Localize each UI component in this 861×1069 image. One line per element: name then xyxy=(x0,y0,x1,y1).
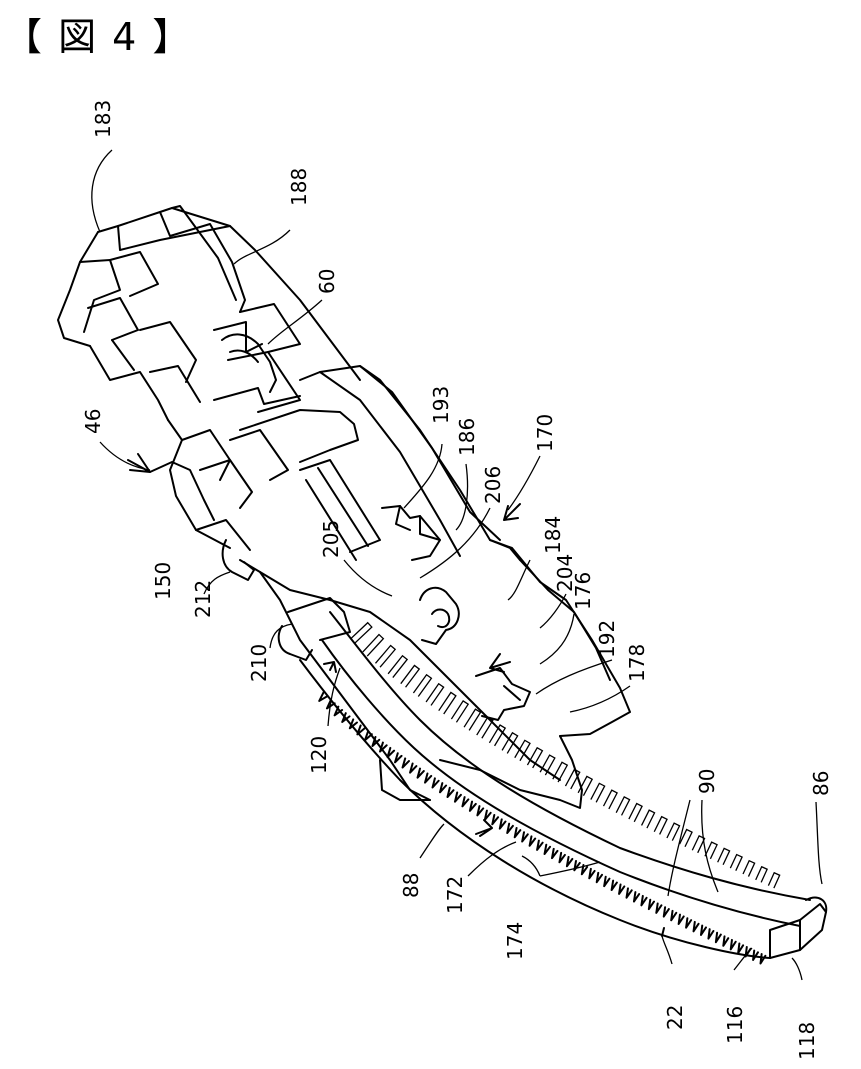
rack-slot xyxy=(527,748,542,768)
rack-slot xyxy=(451,701,468,722)
rack-slot xyxy=(388,656,407,678)
rack-slot xyxy=(667,823,680,840)
rack-slot xyxy=(642,810,655,828)
ref-116: 116 xyxy=(723,1006,747,1044)
rack-slot xyxy=(363,635,384,656)
rack-slot xyxy=(540,755,555,775)
ref-183: 183 xyxy=(91,100,115,138)
rack-slot xyxy=(439,692,456,714)
ref-176: 176 xyxy=(571,572,595,610)
rack-slot xyxy=(401,665,419,687)
ref-212: 212 xyxy=(191,580,215,618)
rack-slot xyxy=(375,645,395,667)
rack-slot xyxy=(743,861,755,877)
rack-slot xyxy=(591,783,605,802)
ref-22: 22 xyxy=(663,1005,687,1030)
ref-184: 184 xyxy=(541,516,565,554)
ref-206: 206 xyxy=(481,466,505,504)
ref-88: 88 xyxy=(399,873,423,898)
ref-120: 120 xyxy=(307,736,331,774)
ref-170: 170 xyxy=(533,414,557,452)
ref-60: 60 xyxy=(315,269,339,294)
rack-slot xyxy=(654,817,667,835)
rack-slots xyxy=(350,623,779,888)
ref-150: 150 xyxy=(151,562,175,600)
rack-slot xyxy=(730,855,742,871)
rack-slot xyxy=(553,762,567,782)
ref-118: 118 xyxy=(795,1022,819,1060)
rack-slot xyxy=(604,790,618,809)
ref-178: 178 xyxy=(625,644,649,682)
rack-slot xyxy=(756,867,767,883)
rack-slot xyxy=(413,675,431,697)
ref-188: 188 xyxy=(287,168,311,206)
rack-slot xyxy=(718,848,730,864)
reference-numerals: 183 188 60 46 193 186 170 206 184 205 20… xyxy=(81,100,833,1060)
rack-gear-teeth xyxy=(319,692,765,963)
ref-90: 90 xyxy=(695,769,719,794)
rack-slot xyxy=(616,797,629,815)
ref-210: 210 xyxy=(247,644,271,682)
curved-rack xyxy=(300,612,826,958)
rack-slot xyxy=(464,709,480,730)
gear-teeth-path xyxy=(319,692,765,963)
ref-174: 174 xyxy=(503,922,527,960)
ref-86: 86 xyxy=(809,771,833,796)
ref-193: 193 xyxy=(429,386,453,424)
rack-slot xyxy=(629,804,642,822)
ref-205: 205 xyxy=(319,520,343,558)
ref-186: 186 xyxy=(455,418,479,456)
ref-172: 172 xyxy=(443,876,467,914)
ref-192: 192 xyxy=(595,620,619,658)
rack-slot xyxy=(426,684,444,706)
rack-slot xyxy=(768,873,779,888)
ref-46: 46 xyxy=(81,409,105,434)
rack-slot xyxy=(502,733,518,754)
